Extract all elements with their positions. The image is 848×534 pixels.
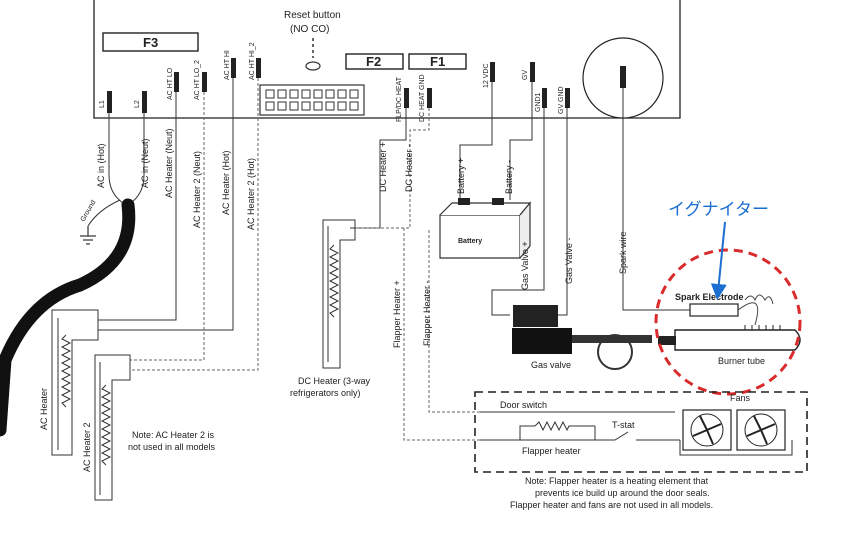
- terminal-pins: [107, 58, 570, 113]
- burner-tube-label: Burner tube: [718, 356, 765, 366]
- reset-button-label: Reset button: [284, 10, 341, 21]
- svg-text:AC Heater: AC Heater: [39, 388, 49, 430]
- svg-text:Flapper Heater +: Flapper Heater +: [392, 280, 402, 348]
- ground-symbol: [80, 226, 96, 245]
- tstat-label: T-stat: [612, 420, 635, 430]
- door-switch-label: Door switch: [500, 400, 547, 410]
- flap-note-line-2: prevents ice build up around the door se…: [535, 488, 710, 498]
- battery-label: Battery: [458, 238, 482, 245]
- svg-text:AC in (Hot): AC in (Hot): [96, 143, 106, 188]
- terminal-labels: L1 L2 AC HT LO AC HT LO_2 AC HT HI AC HT…: [99, 42, 565, 122]
- svg-text:AC HT LO_2: AC HT LO_2: [194, 60, 201, 100]
- svg-text:AC Heater 2 (Hot): AC Heater 2 (Hot): [246, 158, 256, 230]
- svg-text:GND1: GND1: [535, 92, 542, 112]
- svg-text:F2: F2: [366, 54, 381, 69]
- svg-text:L2: L2: [134, 100, 141, 108]
- solid-wires: [87, 78, 690, 331]
- flapper-fan-box: Door switch Fans T-stat Flapper heater: [474, 391, 808, 473]
- svg-text:Battery +: Battery +: [456, 158, 466, 194]
- wire-labels: AC in (Hot) AC in (Neut) Ground AC Heate…: [80, 128, 628, 348]
- flapper-heater-label: Flapper heater: [522, 446, 581, 456]
- svg-text:Flapper Heater -: Flapper Heater -: [422, 280, 432, 346]
- svg-text:F3: F3: [143, 35, 158, 50]
- connector-block: [259, 84, 365, 116]
- reset-button-sublabel: (NO CO): [290, 24, 329, 35]
- svg-text:Gas Valve +: Gas Valve +: [520, 241, 530, 290]
- fuse-f1: F1: [408, 53, 467, 70]
- svg-text:DC Heater -: DC Heater -: [404, 144, 414, 192]
- dc-heater: [322, 219, 356, 369]
- svg-text:Gas Valve -: Gas Valve -: [564, 238, 574, 284]
- fan-2: [736, 409, 786, 451]
- svg-text:12 VDC: 12 VDC: [483, 63, 490, 88]
- svg-text:AC in (Neut): AC in (Neut): [140, 138, 150, 188]
- svg-text:F1: F1: [430, 54, 445, 69]
- burner-assembly: Spark Electrode Burner tube: [658, 292, 801, 366]
- ac-note-line-1: Note: AC Heater 2 is: [132, 430, 215, 440]
- svg-text:L1: L1: [99, 100, 106, 108]
- ac-note-line-2: not used in all models: [128, 442, 216, 452]
- fuse-f2: F2: [345, 53, 404, 70]
- svg-text:AC HT HI: AC HT HI: [224, 50, 231, 80]
- fuse-f3: F3: [102, 32, 199, 52]
- fan-1: [682, 409, 732, 451]
- ac-heater: AC Heater: [39, 309, 99, 456]
- igniter-arrow: [710, 221, 727, 300]
- gas-valve-label: Gas valve: [531, 360, 571, 370]
- svg-text:DC HEAT GND: DC HEAT GND: [419, 74, 426, 122]
- svg-text:DC Heater +: DC Heater +: [378, 142, 388, 192]
- dc-heater-label-2: refrigerators only): [290, 388, 361, 398]
- flap-note-line-1: Note: Flapper heater is a heating elemen…: [525, 476, 709, 486]
- spark-module: [582, 37, 664, 119]
- power-cord: [0, 198, 136, 437]
- svg-text:Spark wire: Spark wire: [618, 231, 628, 274]
- fans-label: Fans: [730, 393, 751, 403]
- svg-text:AC Heater (Hot): AC Heater (Hot): [221, 150, 231, 215]
- dashed-wires: [130, 78, 480, 441]
- gas-valve: Gas valve: [512, 305, 652, 370]
- svg-text:FLP/DC HEAT: FLP/DC HEAT: [396, 76, 403, 122]
- svg-text:Ground: Ground: [80, 199, 98, 223]
- reset-button: [305, 61, 321, 71]
- control-board: [93, 0, 681, 119]
- ac-heater-2: AC Heater 2: [82, 354, 131, 501]
- svg-text:GV: GV: [522, 70, 529, 80]
- svg-text:AC HT HI_2: AC HT HI_2: [249, 42, 256, 80]
- svg-text:AC Heater 2: AC Heater 2: [82, 422, 92, 472]
- spark-electrode-label: Spark Electrode: [675, 292, 744, 302]
- flap-note-line-3: Flapper heater and fans are not used in …: [510, 500, 713, 510]
- igniter-annotation: イグナイター: [668, 200, 769, 220]
- svg-text:AC Heater 2 (Neut): AC Heater 2 (Neut): [192, 151, 202, 228]
- svg-text:AC Heater (Neut): AC Heater (Neut): [164, 128, 174, 198]
- svg-text:GV GND: GV GND: [558, 86, 565, 114]
- igniter-highlight: [654, 248, 802, 396]
- svg-text:Battery -: Battery -: [504, 160, 514, 194]
- battery: Battery: [439, 198, 532, 259]
- dc-heater-label-1: DC Heater (3-way: [298, 376, 371, 386]
- reset-button-group: Reset button (NO CO): [284, 10, 341, 71]
- svg-text:AC HT LO: AC HT LO: [167, 67, 174, 100]
